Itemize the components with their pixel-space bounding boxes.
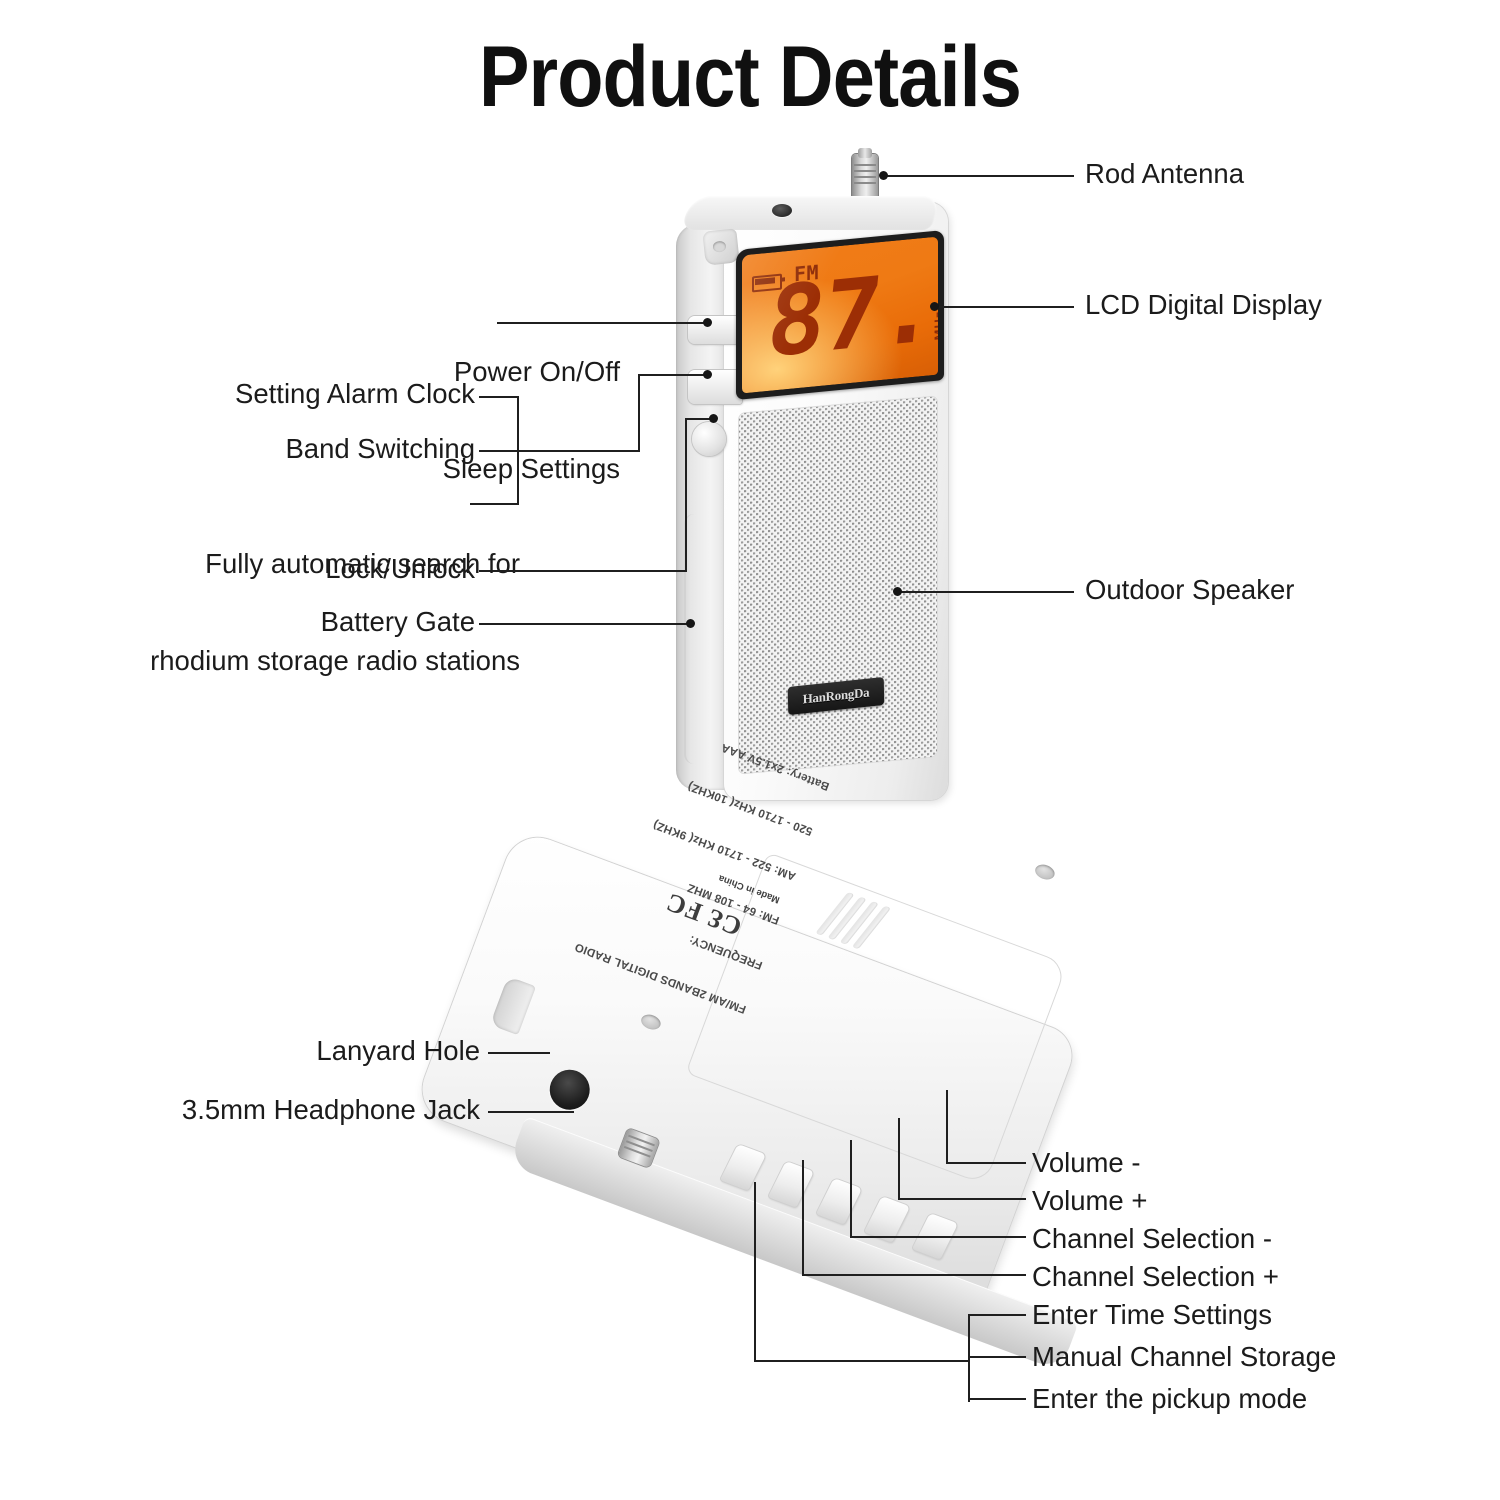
leader-alarm-h: [479, 396, 519, 399]
lcd-bezel: FM 87.8 MHz: [736, 229, 944, 401]
leader-vold-h: [946, 1162, 1026, 1165]
leader-antenna: [884, 175, 1074, 178]
callout-lanyard-hole: Lanyard Hole: [316, 1035, 480, 1066]
unit-label: MHz: [932, 309, 938, 341]
leader-lock-v: [685, 420, 688, 572]
leader-band-v: [638, 376, 641, 452]
callout-power-line1: Power On/Off: [453, 356, 620, 388]
radio-front-view: FM 87.8 MHz HanRongDa: [676, 148, 948, 806]
callout-auto-search: Fully automatic search for rhodium stora…: [60, 484, 520, 741]
leader-speaker: [898, 591, 1074, 594]
leader-dot-band: [703, 370, 712, 379]
screw-hole-top: [1033, 862, 1057, 883]
strap-hole: [772, 204, 792, 217]
lcd-screen: FM 87.8 MHz: [742, 236, 938, 394]
callout-alarm-clock: Setting Alarm Clock: [235, 378, 475, 409]
callout-channel-down: Channel Selection -: [1032, 1223, 1273, 1254]
leader-dot-battery-gate: [686, 619, 695, 628]
callout-power-line2: Sleep Settings: [442, 452, 620, 484]
power-sleep-button[interactable]: [688, 316, 742, 344]
leader-group-v1: [754, 1182, 757, 1362]
callout-outdoor-speaker: Outdoor Speaker: [1085, 574, 1295, 605]
leader-power: [497, 322, 708, 325]
leader-vold-v: [946, 1090, 949, 1164]
callout-headphone-jack: 3.5mm Headphone Jack: [181, 1094, 480, 1125]
speaker-grille: [738, 395, 938, 775]
callout-battery-gate: Battery Gate: [320, 606, 475, 637]
callout-volume-up: Volume +: [1032, 1185, 1148, 1216]
leader-jack: [488, 1111, 574, 1114]
leader-chu-v: [802, 1160, 805, 1276]
leader-band-h1: [479, 450, 640, 453]
callout-band-switching: Band Switching: [285, 433, 475, 464]
leader-group-h1: [754, 1360, 970, 1363]
leader-manual-h: [968, 1356, 1026, 1359]
brand-name: HanRongDa: [802, 684, 870, 707]
battery-gate-seam[interactable]: [684, 514, 730, 764]
callout-power-sleep: Power On/Off Sleep Settings: [180, 292, 620, 549]
leader-dot-power: [703, 318, 712, 327]
callout-time-settings: Enter Time Settings: [1032, 1299, 1272, 1330]
leader-dot-lock: [709, 414, 718, 423]
leader-volu-v: [898, 1118, 901, 1200]
rod-antenna-base: [852, 148, 878, 200]
callout-pickup-mode: Enter the pickup mode: [1032, 1383, 1308, 1414]
leader-dot-speaker: [893, 587, 902, 596]
callout-channel-up: Channel Selection +: [1032, 1261, 1279, 1292]
leader-chu-h: [802, 1274, 1026, 1277]
leader-pickup-h: [968, 1398, 1026, 1401]
leader-dot-antenna: [879, 171, 888, 180]
callout-rod-antenna: Rod Antenna: [1085, 158, 1245, 189]
callout-manual-storage: Manual Channel Storage: [1032, 1341, 1337, 1372]
leader-lock-h2: [685, 418, 716, 421]
leader-lanyard: [488, 1052, 550, 1055]
callout-auto-search-line2: rhodium storage radio stations: [150, 644, 520, 676]
leader-autosearch-h: [470, 503, 519, 506]
leader-battery-gate: [479, 623, 691, 626]
leader-band-h2: [638, 374, 708, 377]
callout-lock-unlock: Lock/Unlock: [325, 553, 475, 584]
radio-top-face: [681, 196, 941, 230]
leader-dot-lcd: [930, 302, 939, 311]
callout-volume-down: Volume -: [1032, 1147, 1141, 1178]
lanyard-lug: [702, 228, 740, 266]
page-title: Product Details: [479, 29, 1022, 125]
lock-unlock-button[interactable]: [692, 422, 726, 456]
leader-chd-h: [850, 1236, 1026, 1239]
leader-time-h: [968, 1314, 1026, 1317]
leader-lcd: [935, 306, 1074, 309]
callout-lcd-display: LCD Digital Display: [1085, 289, 1322, 320]
callout-auto-search-line1: Fully automatic search for: [205, 548, 520, 580]
leader-volu-h: [898, 1198, 1026, 1201]
leader-chd-v: [850, 1140, 853, 1238]
leader-lock-h1: [479, 570, 687, 573]
